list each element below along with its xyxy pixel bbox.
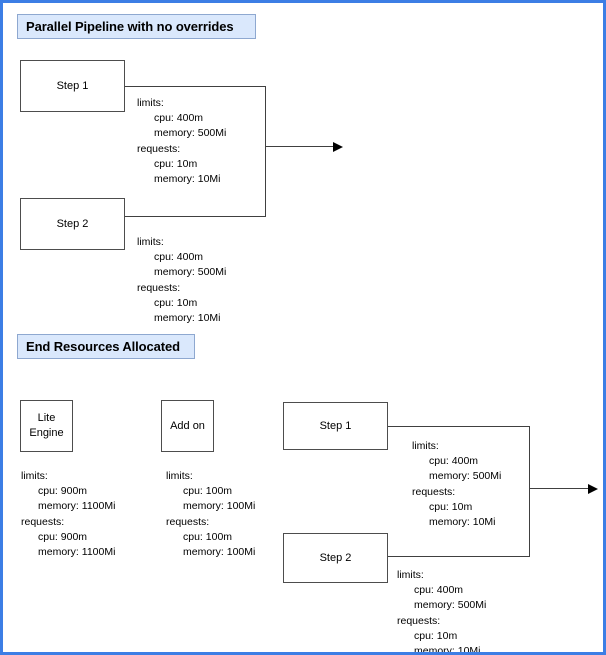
box-lite-engine: Lite Engine bbox=[20, 400, 73, 452]
spec-limits-label: limits: bbox=[397, 569, 424, 581]
spec-limits-label: limits: bbox=[412, 440, 439, 452]
resource-spec-step-2-bottom: limits: cpu: 400m memory: 500Mi requests… bbox=[397, 568, 487, 655]
connector-bottom-vertical-join bbox=[529, 426, 530, 557]
spec-limits-memory: memory: 500Mi bbox=[429, 470, 502, 483]
box-lite-engine-label-line2: Engine bbox=[29, 427, 64, 439]
box-add-on: Add on bbox=[161, 400, 214, 452]
connector-step1-bottom-horizontal bbox=[388, 426, 530, 427]
spec-requests-label: requests: bbox=[137, 142, 181, 155]
spec-requests-label: requests: bbox=[397, 614, 441, 627]
arrow-head-top-output-icon bbox=[333, 142, 343, 152]
spec-requests-cpu: cpu: 900m bbox=[38, 530, 88, 543]
box-step-1-bottom: Step 1 bbox=[283, 402, 388, 450]
resource-spec-lite-engine: limits: cpu: 900m memory: 1100Mi request… bbox=[21, 469, 115, 560]
box-step-1-top-label: Step 1 bbox=[56, 79, 89, 92]
box-lite-engine-label: Lite Engine bbox=[29, 411, 63, 441]
spec-requests-label: requests: bbox=[412, 485, 456, 498]
box-step-2-bottom-label: Step 2 bbox=[319, 551, 352, 564]
section-header-end-resources-label: End Resources Allocated bbox=[26, 339, 180, 354]
spec-limits-label: limits: bbox=[166, 470, 193, 482]
box-step-2-top: Step 2 bbox=[20, 198, 125, 250]
spec-requests-label: requests: bbox=[137, 281, 181, 294]
spec-limits-label: limits: bbox=[137, 236, 164, 248]
resource-spec-add-on: limits: cpu: 100m memory: 100Mi requests… bbox=[166, 469, 255, 560]
section-header-parallel-pipeline-label: Parallel Pipeline with no overrides bbox=[26, 19, 234, 34]
spec-limits-cpu: cpu: 400m bbox=[154, 112, 204, 125]
spec-requests-cpu: cpu: 100m bbox=[183, 530, 233, 543]
connector-step2-top-horizontal bbox=[125, 216, 266, 217]
spec-limits-memory: memory: 500Mi bbox=[154, 266, 227, 279]
resource-spec-step-1-top: limits: cpu: 400m memory: 500Mi requests… bbox=[137, 96, 226, 187]
spec-limits-cpu: cpu: 400m bbox=[429, 455, 479, 468]
connector-step2-bottom-horizontal bbox=[388, 556, 530, 557]
spec-requests-label: requests: bbox=[21, 515, 65, 528]
resource-spec-step-2-top: limits: cpu: 400m memory: 500Mi requests… bbox=[137, 235, 226, 326]
spec-limits-cpu: cpu: 100m bbox=[183, 485, 233, 498]
spec-requests-label: requests: bbox=[166, 515, 210, 528]
box-lite-engine-label-line1: Lite bbox=[37, 412, 56, 425]
connector-bottom-output-line bbox=[529, 488, 590, 489]
spec-limits-memory: memory: 500Mi bbox=[414, 599, 487, 612]
section-header-end-resources: End Resources Allocated bbox=[17, 334, 195, 359]
box-add-on-label: Add on bbox=[170, 419, 205, 432]
spec-limits-label: limits: bbox=[21, 470, 48, 482]
spec-requests-memory: memory: 1100Mi bbox=[38, 546, 116, 559]
section-header-parallel-pipeline: Parallel Pipeline with no overrides bbox=[17, 14, 256, 39]
connector-step1-top-horizontal bbox=[125, 86, 266, 87]
spec-limits-memory: memory: 1100Mi bbox=[38, 500, 116, 513]
spec-limits-memory: memory: 500Mi bbox=[154, 127, 227, 140]
box-step-2-top-label: Step 2 bbox=[56, 217, 89, 230]
spec-requests-memory: memory: 10Mi bbox=[429, 516, 496, 529]
spec-requests-cpu: cpu: 10m bbox=[154, 296, 198, 309]
arrow-head-bottom-output-icon bbox=[588, 484, 598, 494]
spec-requests-memory: memory: 10Mi bbox=[154, 312, 221, 325]
spec-limits-cpu: cpu: 900m bbox=[38, 485, 88, 498]
connector-top-output-line bbox=[265, 146, 335, 147]
spec-limits-memory: memory: 100Mi bbox=[183, 500, 256, 513]
spec-requests-cpu: cpu: 10m bbox=[154, 157, 198, 170]
box-step-1-bottom-label: Step 1 bbox=[319, 419, 352, 432]
spec-requests-cpu: cpu: 10m bbox=[414, 629, 458, 642]
resource-spec-step-1-bottom: limits: cpu: 400m memory: 500Mi requests… bbox=[412, 439, 501, 530]
diagram-canvas: Parallel Pipeline with no overrides Step… bbox=[3, 3, 603, 652]
box-step-2-bottom: Step 2 bbox=[283, 533, 388, 583]
spec-requests-memory: memory: 10Mi bbox=[154, 173, 221, 186]
spec-limits-label: limits: bbox=[137, 97, 164, 109]
spec-limits-cpu: cpu: 400m bbox=[414, 584, 464, 597]
spec-requests-memory: memory: 100Mi bbox=[183, 546, 256, 559]
box-step-1-top: Step 1 bbox=[20, 60, 125, 112]
connector-top-vertical-join bbox=[265, 86, 266, 216]
spec-limits-cpu: cpu: 400m bbox=[154, 251, 204, 264]
spec-requests-cpu: cpu: 10m bbox=[429, 500, 473, 513]
spec-requests-memory: memory: 10Mi bbox=[414, 645, 481, 655]
